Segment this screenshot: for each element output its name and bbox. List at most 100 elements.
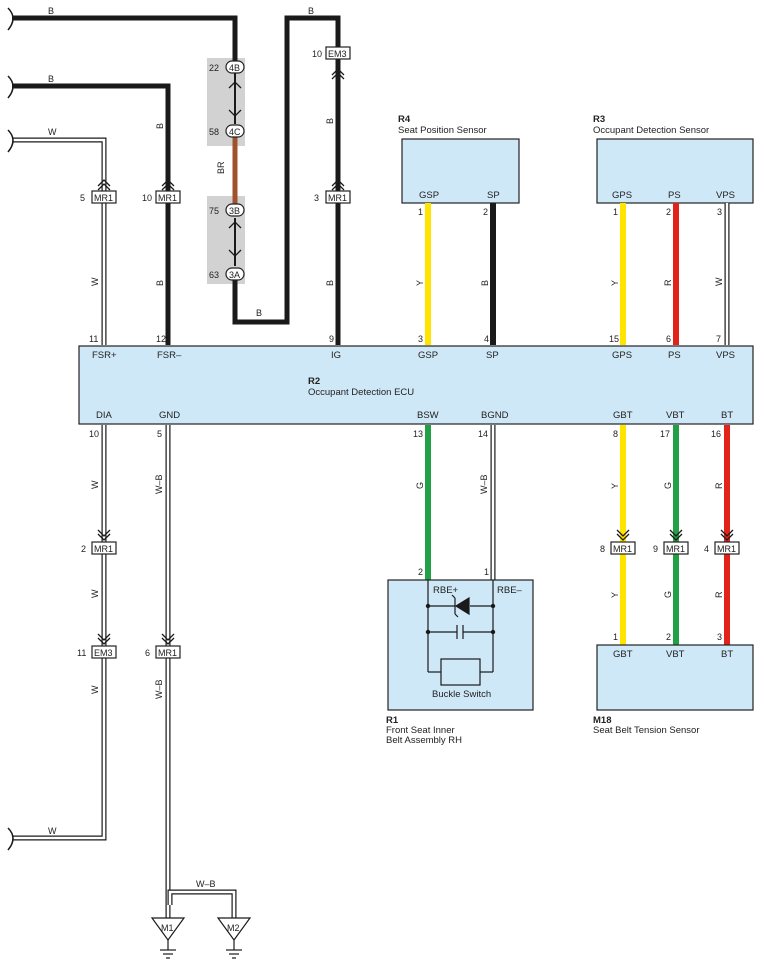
wire-color-label: B <box>308 6 314 16</box>
wire-color-label: R <box>663 279 673 286</box>
r4-seat-position-sensor <box>401 138 520 204</box>
svg-text:M1: M1 <box>161 923 174 933</box>
ecu-terminal: VPS <box>716 350 735 361</box>
svg-text:MR1: MR1 <box>328 193 347 203</box>
ecu-terminal: IG <box>331 350 341 361</box>
svg-text:MR1: MR1 <box>158 648 177 658</box>
wire-color-label: W <box>48 127 57 137</box>
wire-wb-gnd <box>165 425 237 918</box>
pin-number: 11 <box>77 648 86 658</box>
wire-color-label: G <box>663 591 673 598</box>
pin-number: 13 <box>413 429 423 439</box>
pin-number: 7 <box>716 334 721 344</box>
r1-terminal: RBE+ <box>433 585 459 596</box>
wire-color-label: B <box>155 123 165 129</box>
svg-text:MR1: MR1 <box>158 193 177 203</box>
junction-dot <box>425 629 431 635</box>
m18-terminal: BT <box>721 649 733 660</box>
svg-text:MR1: MR1 <box>94 193 113 203</box>
pin-number: 22 <box>209 63 219 73</box>
wire-color-label: Y <box>610 592 620 598</box>
wire-color-label: B <box>325 280 335 286</box>
pin-number: 1 <box>613 207 618 217</box>
pin-number: 2 <box>666 207 671 217</box>
wire-b-top <box>7 7 238 62</box>
connector-mr1-vbt: MR1 <box>663 541 689 555</box>
pin-number: 14 <box>478 429 488 439</box>
ecu-terminal: VBT <box>666 410 685 421</box>
svg-text:3A: 3A <box>229 270 240 280</box>
r4-name: Seat Position Sensor <box>398 125 487 136</box>
ecu-terminal: PS <box>668 350 681 361</box>
pin-number: 2 <box>81 544 86 554</box>
wire-color-label: Y <box>415 280 425 286</box>
m18-name: Seat Belt Tension Sensor <box>593 725 700 736</box>
pin-number: 3 <box>717 632 722 642</box>
r3-code: R3 <box>593 114 605 125</box>
connector-mr1-ig: MR1 <box>325 190 351 204</box>
r4-terminal: SP <box>487 190 500 201</box>
pin-number: 1 <box>484 567 489 577</box>
ecu-code: R2 <box>308 376 320 387</box>
svg-text:MR1: MR1 <box>666 544 685 554</box>
pin-number: 8 <box>613 429 618 439</box>
svg-text:MR1: MR1 <box>613 544 632 554</box>
svg-text:4C: 4C <box>229 127 241 137</box>
svg-text:3B: 3B <box>229 206 240 216</box>
pin-number: 63 <box>209 270 219 280</box>
pin-number: 9 <box>329 334 334 344</box>
r3-terminal: VPS <box>716 190 735 201</box>
ecu-terminal: GSP <box>418 350 438 361</box>
pin-number: 8 <box>600 544 605 554</box>
wire-color-label: W–B <box>479 474 489 494</box>
m18-seat-belt-tension-sensor <box>596 644 754 711</box>
wire-color-label: B <box>256 308 262 318</box>
connector-em3-top: EM3 <box>325 46 351 60</box>
pin-number: 2 <box>418 567 423 577</box>
connector-em3-dia: EM3 <box>91 645 117 659</box>
wire-color-label: W–B <box>196 879 216 889</box>
ecu-terminal: BT <box>721 410 733 421</box>
wire-color-label: B <box>325 118 335 124</box>
pin-number: 4 <box>484 334 489 344</box>
wire-color-label: Y <box>610 280 620 286</box>
pin-number: 3 <box>314 193 319 203</box>
wire-color-label: R <box>714 482 724 489</box>
pin-number: 11 <box>89 334 98 344</box>
wire-w-dia <box>7 425 107 851</box>
ecu-terminal: BGND <box>481 410 509 421</box>
m18-terminal: GBT <box>613 649 633 660</box>
wire-color-label: W <box>48 826 57 836</box>
pin-number: 10 <box>89 429 99 439</box>
ecu-terminal: DIA <box>96 410 113 421</box>
pin-number: 4 <box>704 544 709 554</box>
r1-terminal: RBE– <box>497 585 523 596</box>
ecu-name: Occupant Detection ECU <box>308 387 414 398</box>
pin-number: 10 <box>312 49 322 59</box>
wire-color-label: B <box>48 6 54 16</box>
pin-number: 16 <box>711 429 721 439</box>
wire-color-label: W <box>714 277 724 286</box>
pin-number: 6 <box>145 648 150 658</box>
pin-number: 2 <box>666 632 671 642</box>
pin-number: 5 <box>80 193 85 203</box>
junction-3a: 3A <box>225 267 245 281</box>
buckle-switch-circuit <box>427 580 494 686</box>
r1-name-line2: Belt Assembly RH <box>386 735 462 746</box>
ecu-terminal: BSW <box>417 410 439 421</box>
ground-m2: M2 <box>216 917 252 959</box>
wire-color-label: G <box>415 482 425 489</box>
pin-number: 1 <box>613 632 618 642</box>
pin-number: 5 <box>157 429 162 439</box>
wire-color-label: W <box>90 277 100 286</box>
r3-occupant-detection-sensor <box>596 138 754 204</box>
connector-mr1-bt: MR1 <box>714 541 740 555</box>
r1-switch-label: Buckle Switch <box>432 689 491 700</box>
pin-number: 12 <box>156 334 166 344</box>
ground-m1: M1 <box>150 917 186 959</box>
ecu-terminal: FSR– <box>157 350 182 361</box>
svg-text:EM3: EM3 <box>328 49 347 59</box>
junction-4c: 4C <box>225 124 245 138</box>
svg-text:MR1: MR1 <box>94 544 113 554</box>
